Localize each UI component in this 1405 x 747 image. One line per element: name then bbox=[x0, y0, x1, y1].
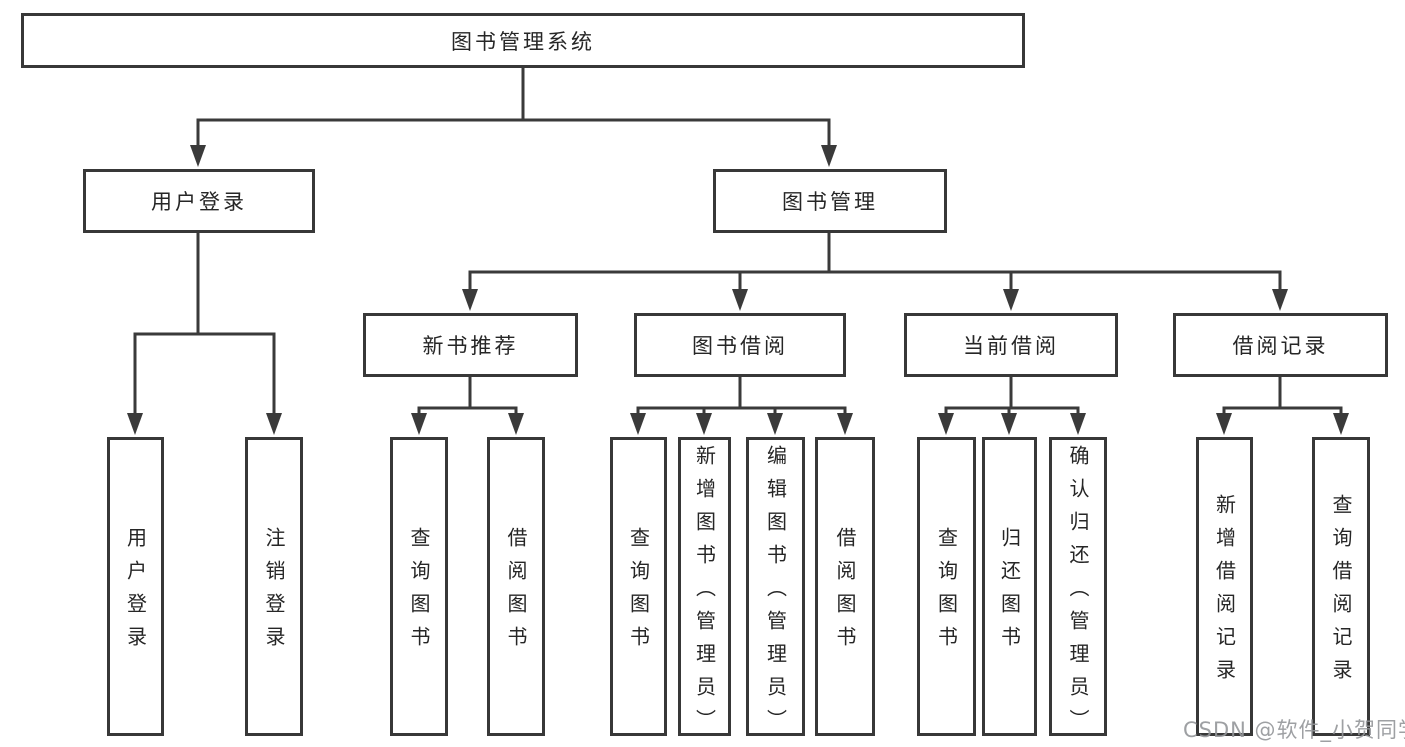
node-label: 查询借阅记录 bbox=[1329, 494, 1353, 692]
node-label: 借阅图书 bbox=[504, 527, 528, 659]
node-label: 用户登录 bbox=[123, 527, 148, 659]
node-book-management-branch: 图书管理 bbox=[713, 169, 947, 233]
node-book-borrowing: 图书借阅 bbox=[634, 313, 846, 377]
leaf-borrow-books-recommend: 借阅图书 bbox=[487, 437, 545, 736]
node-label: 图书管理 bbox=[782, 190, 878, 214]
leaf-query-borrow-record: 查询借阅记录 bbox=[1312, 437, 1370, 736]
leaf-return-books: 归还图书 bbox=[982, 437, 1037, 736]
csdn-watermark: CSDN @软件_小贺同学 bbox=[1183, 718, 1405, 742]
leaf-edit-books-admin: 编辑图书（管理员） bbox=[746, 437, 805, 742]
node-label: 用户登录 bbox=[151, 190, 247, 214]
node-label: 图书管理系统 bbox=[451, 29, 595, 54]
node-label: 确认归还（管理员） bbox=[1066, 444, 1090, 742]
leaf-add-borrow-record: 新增借阅记录 bbox=[1196, 437, 1253, 736]
node-library-management-system: 图书管理系统 bbox=[21, 13, 1025, 68]
node-current-borrowing: 当前借阅 bbox=[904, 313, 1118, 377]
node-label: 借阅记录 bbox=[1232, 334, 1329, 358]
leaf-borrow-books: 借阅图书 bbox=[815, 437, 875, 736]
node-label: 新增图书（管理员） bbox=[692, 444, 717, 742]
node-label: 查询图书 bbox=[934, 527, 959, 659]
leaf-add-books-admin: 新增图书（管理员） bbox=[678, 437, 731, 742]
leaf-query-books-recommend: 查询图书 bbox=[390, 437, 448, 736]
node-label: 编辑图书（管理员） bbox=[763, 444, 788, 742]
node-label: 归还图书 bbox=[997, 527, 1022, 659]
node-label: 新书推荐 bbox=[422, 334, 519, 358]
leaf-logout: 注销登录 bbox=[245, 437, 303, 736]
node-label: 当前借阅 bbox=[963, 334, 1059, 358]
node-user-login-branch: 用户登录 bbox=[83, 169, 315, 233]
node-label: 借阅图书 bbox=[833, 527, 857, 659]
node-new-book-recommendation: 新书推荐 bbox=[363, 313, 578, 377]
node-label: 查询图书 bbox=[626, 527, 651, 659]
leaf-confirm-return-admin: 确认归还（管理员） bbox=[1049, 437, 1107, 742]
node-label: 图书借阅 bbox=[692, 334, 788, 358]
node-label: 新增借阅记录 bbox=[1212, 494, 1237, 692]
node-label: 查询图书 bbox=[407, 527, 431, 659]
leaf-query-books-current: 查询图书 bbox=[917, 437, 976, 736]
connector-arrowheads bbox=[127, 145, 1349, 435]
node-label: 注销登录 bbox=[262, 527, 286, 659]
node-borrowing-records: 借阅记录 bbox=[1173, 313, 1388, 377]
leaf-user-login: 用户登录 bbox=[107, 437, 164, 736]
leaf-query-books-borrowing: 查询图书 bbox=[610, 437, 667, 736]
